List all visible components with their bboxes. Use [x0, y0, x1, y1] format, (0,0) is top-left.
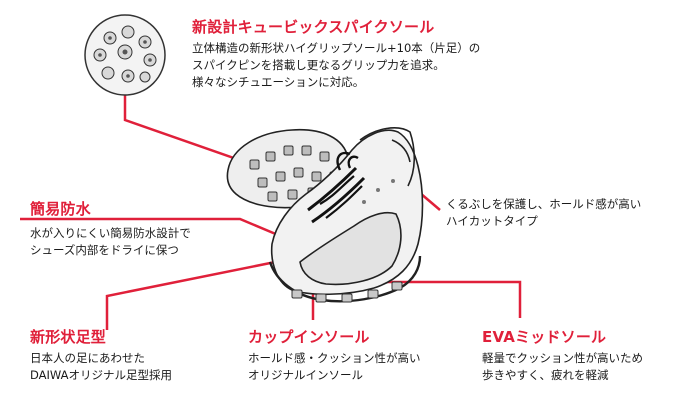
eva-midsole-line-2: 歩きやすく、疲れを軽減	[482, 368, 609, 382]
last-line-2: DAIWAオリジナル足型採用	[30, 368, 173, 382]
spike-sole-description: 立体構造の新形状ハイグリップソール+10本（片足）の スパイクピンを搭載し更なる…	[192, 40, 480, 91]
last-description: 日本人の足にあわせた DAIWAオリジナル足型採用	[30, 350, 172, 384]
spike-sole-line-2: スパイクピンを搭載し更なるグリップ力を追求。	[192, 58, 445, 72]
spike-sole-line-1: 立体構造の新形状ハイグリップソール+10本（片足）の	[192, 41, 481, 55]
waterproof-title: 簡易防水	[30, 200, 91, 218]
eva-midsole-description: 軽量でクッション性が高いため 歩きやすく、疲れを軽減	[482, 350, 643, 384]
shoe-drawing	[226, 127, 424, 303]
high-cut-description: くるぶしを保護し、ホールド感が高い ハイカットタイプ	[446, 196, 641, 230]
waterproof-line-2: シューズ内部をドライに保つ	[30, 243, 179, 257]
insole-title: カップインソール	[248, 328, 370, 346]
spike-sole-title: 新設計キュービックスパイクソール	[192, 18, 435, 36]
insole-description: ホールド感・クッション性が高い オリジナルインソール	[248, 350, 421, 384]
eva-midsole-line-1: 軽量でクッション性が高いため	[482, 351, 643, 365]
spike-sole-line-3: 様々なシチュエーションに対応。	[192, 75, 365, 89]
insole-line-2: オリジナルインソール	[248, 368, 363, 382]
callout-eva-line	[375, 280, 522, 318]
insole-line-1: ホールド感・クッション性が高い	[248, 351, 421, 365]
last-line-1: 日本人の足にあわせた	[30, 351, 145, 365]
waterproof-line-1: 水が入りにくい簡易防水設計で	[30, 226, 191, 240]
high-cut-line-1: くるぶしを保護し、ホールド感が高い	[446, 197, 642, 211]
spike-zoom-bubble	[84, 14, 166, 96]
waterproof-description: 水が入りにくい簡易防水設計で シューズ内部をドライに保つ	[30, 225, 191, 259]
last-title: 新形状足型	[30, 328, 107, 346]
eva-midsole-title: EVAミッドソール	[482, 328, 607, 346]
high-cut-line-2: ハイカットタイプ	[446, 214, 538, 228]
callout-last-line	[105, 255, 301, 330]
